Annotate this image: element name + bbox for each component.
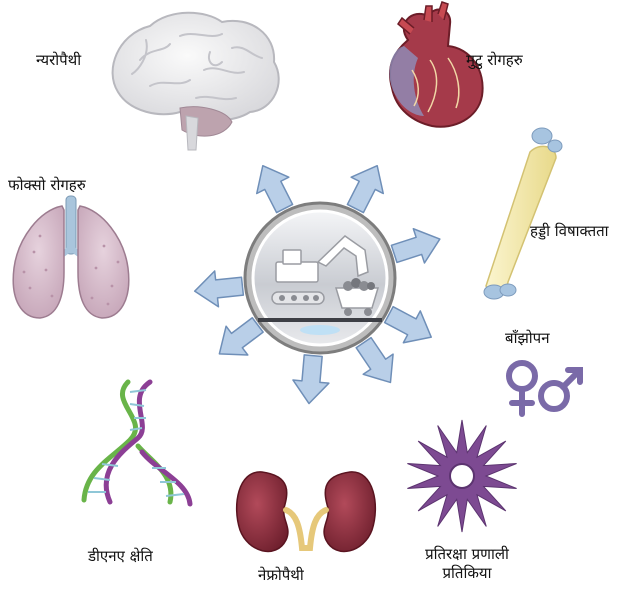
gender-symbols-icon	[509, 363, 580, 414]
dna-icon	[84, 382, 190, 504]
label-infertility: बाँझोपन	[505, 329, 550, 348]
immune-cell-icon	[407, 420, 516, 532]
label-neuropathy: न्यरोपैथी	[36, 51, 81, 70]
water-puddle	[300, 325, 340, 335]
arrow-to-nephropathy	[291, 354, 331, 405]
label-lung-disease: फोक्सो रोगहरु	[8, 176, 86, 195]
central-mining-hub	[245, 203, 395, 353]
label-dna-damage: डीएनए क्षेति	[88, 547, 153, 566]
brain-icon	[113, 13, 279, 150]
arrow-to-lung-disease	[193, 268, 245, 309]
bone-icon	[484, 128, 562, 299]
label-nephropathy: नेफ्रोपैथी	[258, 566, 304, 585]
label-immune-response: प्रतिरक्षा प्रणाली प्रतिकिया	[392, 545, 542, 583]
label-immune-response-line1: प्रतिरक्षा प्रणाली	[392, 545, 542, 564]
arrow-to-bone-toxicity	[389, 222, 446, 271]
ground-line	[258, 318, 382, 322]
lungs-icon	[13, 196, 129, 318]
label-bone-toxicity: हड्डी विषाक्तता	[530, 222, 609, 241]
label-heart-disease: मुटु रोगहरु	[466, 51, 523, 70]
label-immune-response-line2: प्रतिकिया	[392, 564, 542, 583]
kidneys-icon	[237, 472, 376, 552]
